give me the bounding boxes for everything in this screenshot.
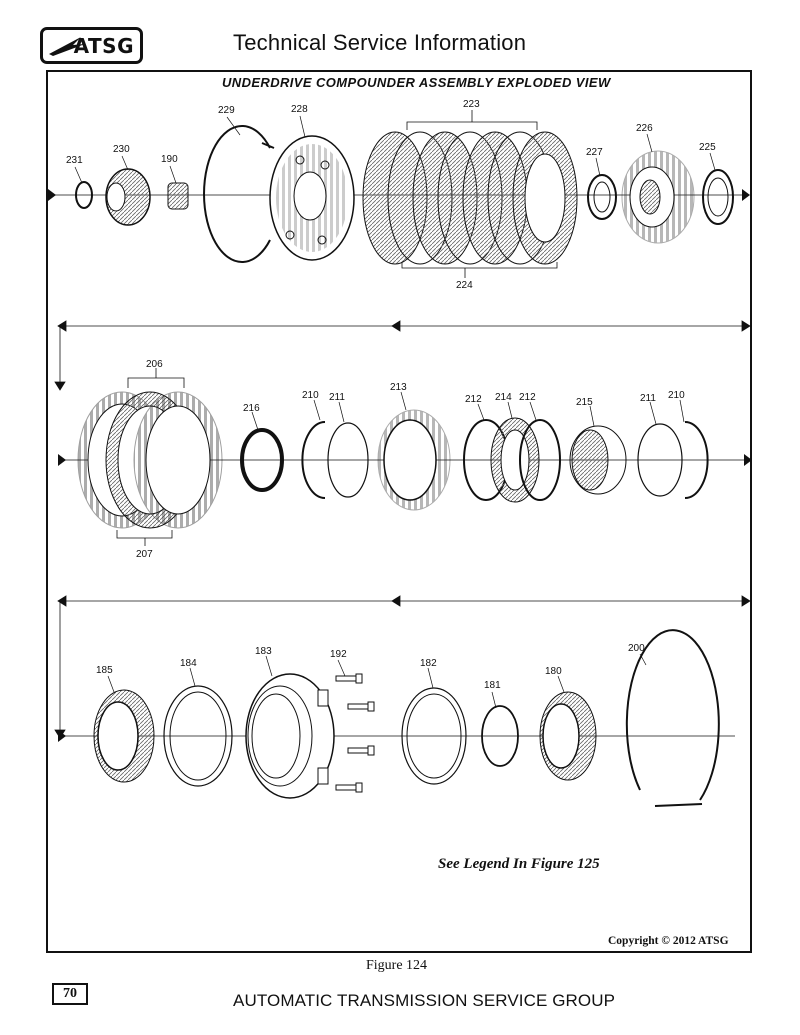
part-228-hub [269,135,355,261]
page-number: 70 [52,983,88,1005]
part-206-207-clutch-pack [77,368,223,546]
part-211-washer-b [637,423,683,497]
part-214-clutch [490,417,540,503]
callout-192: 192 [330,649,347,660]
part-231-snap-ring [75,181,93,209]
callout-211b: 211 [640,393,656,404]
legend-reference-note: See Legend In Figure 125 [438,856,600,872]
part-226-gear [621,150,695,244]
callout-226: 226 [636,123,653,134]
callout-215: 215 [576,397,593,408]
page-header-title: Technical Service Information [233,30,527,55]
part-190-bearing [167,182,189,210]
logo-arrow-icon [49,37,85,56]
callout-223: 223 [463,99,480,110]
callout-229: 229 [218,105,235,116]
callout-212a: 212 [465,394,482,405]
callout-216: 216 [243,403,260,414]
callout-224: 224 [456,280,473,291]
part-229-snap-ring [203,125,275,263]
part-227-thrust-washer [587,174,617,220]
logo-text: ATSG [73,33,134,58]
part-200-snap-ring [625,629,720,807]
callout-225: 225 [699,142,716,153]
callout-206: 206 [146,359,163,370]
diagram-frame [46,70,752,953]
part-181-washer [481,705,519,767]
callout-211: 211 [329,392,345,403]
callout-210: 210 [302,390,319,401]
part-182-race [401,687,467,785]
callout-200: 200 [628,643,645,654]
part-184-race [163,685,233,787]
part-210-snap-ring [301,421,326,499]
part-215-bearing [569,425,627,495]
part-225-thrust-washer [702,169,734,225]
footer-title: AUTOMATIC TRANSMISSION SERVICE GROUP [233,991,616,1010]
callout-213: 213 [390,382,407,393]
callout-185: 185 [96,665,113,676]
callout-228: 228 [291,104,308,115]
callout-227: 227 [586,147,603,158]
row2-parts: 206 207 216 210 211 213 212 214 212 215 … [58,359,752,560]
row3-parts: 185 184 183 192 182 181 180 200 [58,629,735,807]
callout-183: 183 [255,646,272,657]
row1-parts: 231 230 190 229 228 223 224 227 226 225 [48,99,750,291]
callout-190: 190 [161,154,178,165]
part-211-washer [327,422,369,498]
part-180-bearing [539,691,597,781]
figure-caption: Figure 124 [366,958,428,973]
callout-210b: 210 [668,390,685,401]
part-210-snap-ring-b [684,421,709,499]
copyright-notice: Copyright © 2012 ATSG [608,935,729,947]
callout-231: 231 [66,155,83,166]
callout-182: 182 [420,658,437,669]
part-192-bolts [335,673,375,793]
flow-arrow-2 [54,595,751,739]
part-213-ring-gear [377,409,451,511]
flow-arrow-1 [54,320,751,391]
callout-230: 230 [113,144,130,155]
atsg-logo: ATSG [40,27,143,64]
callout-184: 184 [180,658,197,669]
section-title: UNDERDRIVE COMPOUNDER ASSEMBLY EXPLODED … [222,75,611,90]
part-216-seal [240,428,284,492]
callout-180: 180 [545,666,562,677]
part-212-thrust-washer-b [519,419,561,501]
part-185-bearing [93,689,155,783]
callout-214: 214 [495,392,512,403]
part-223-224-clutch-pack [362,110,578,278]
part-183-housing [245,673,335,799]
callout-212b: 212 [519,392,536,403]
callout-181: 181 [484,680,501,691]
callout-207: 207 [136,549,153,560]
part-230-gear [105,168,151,226]
